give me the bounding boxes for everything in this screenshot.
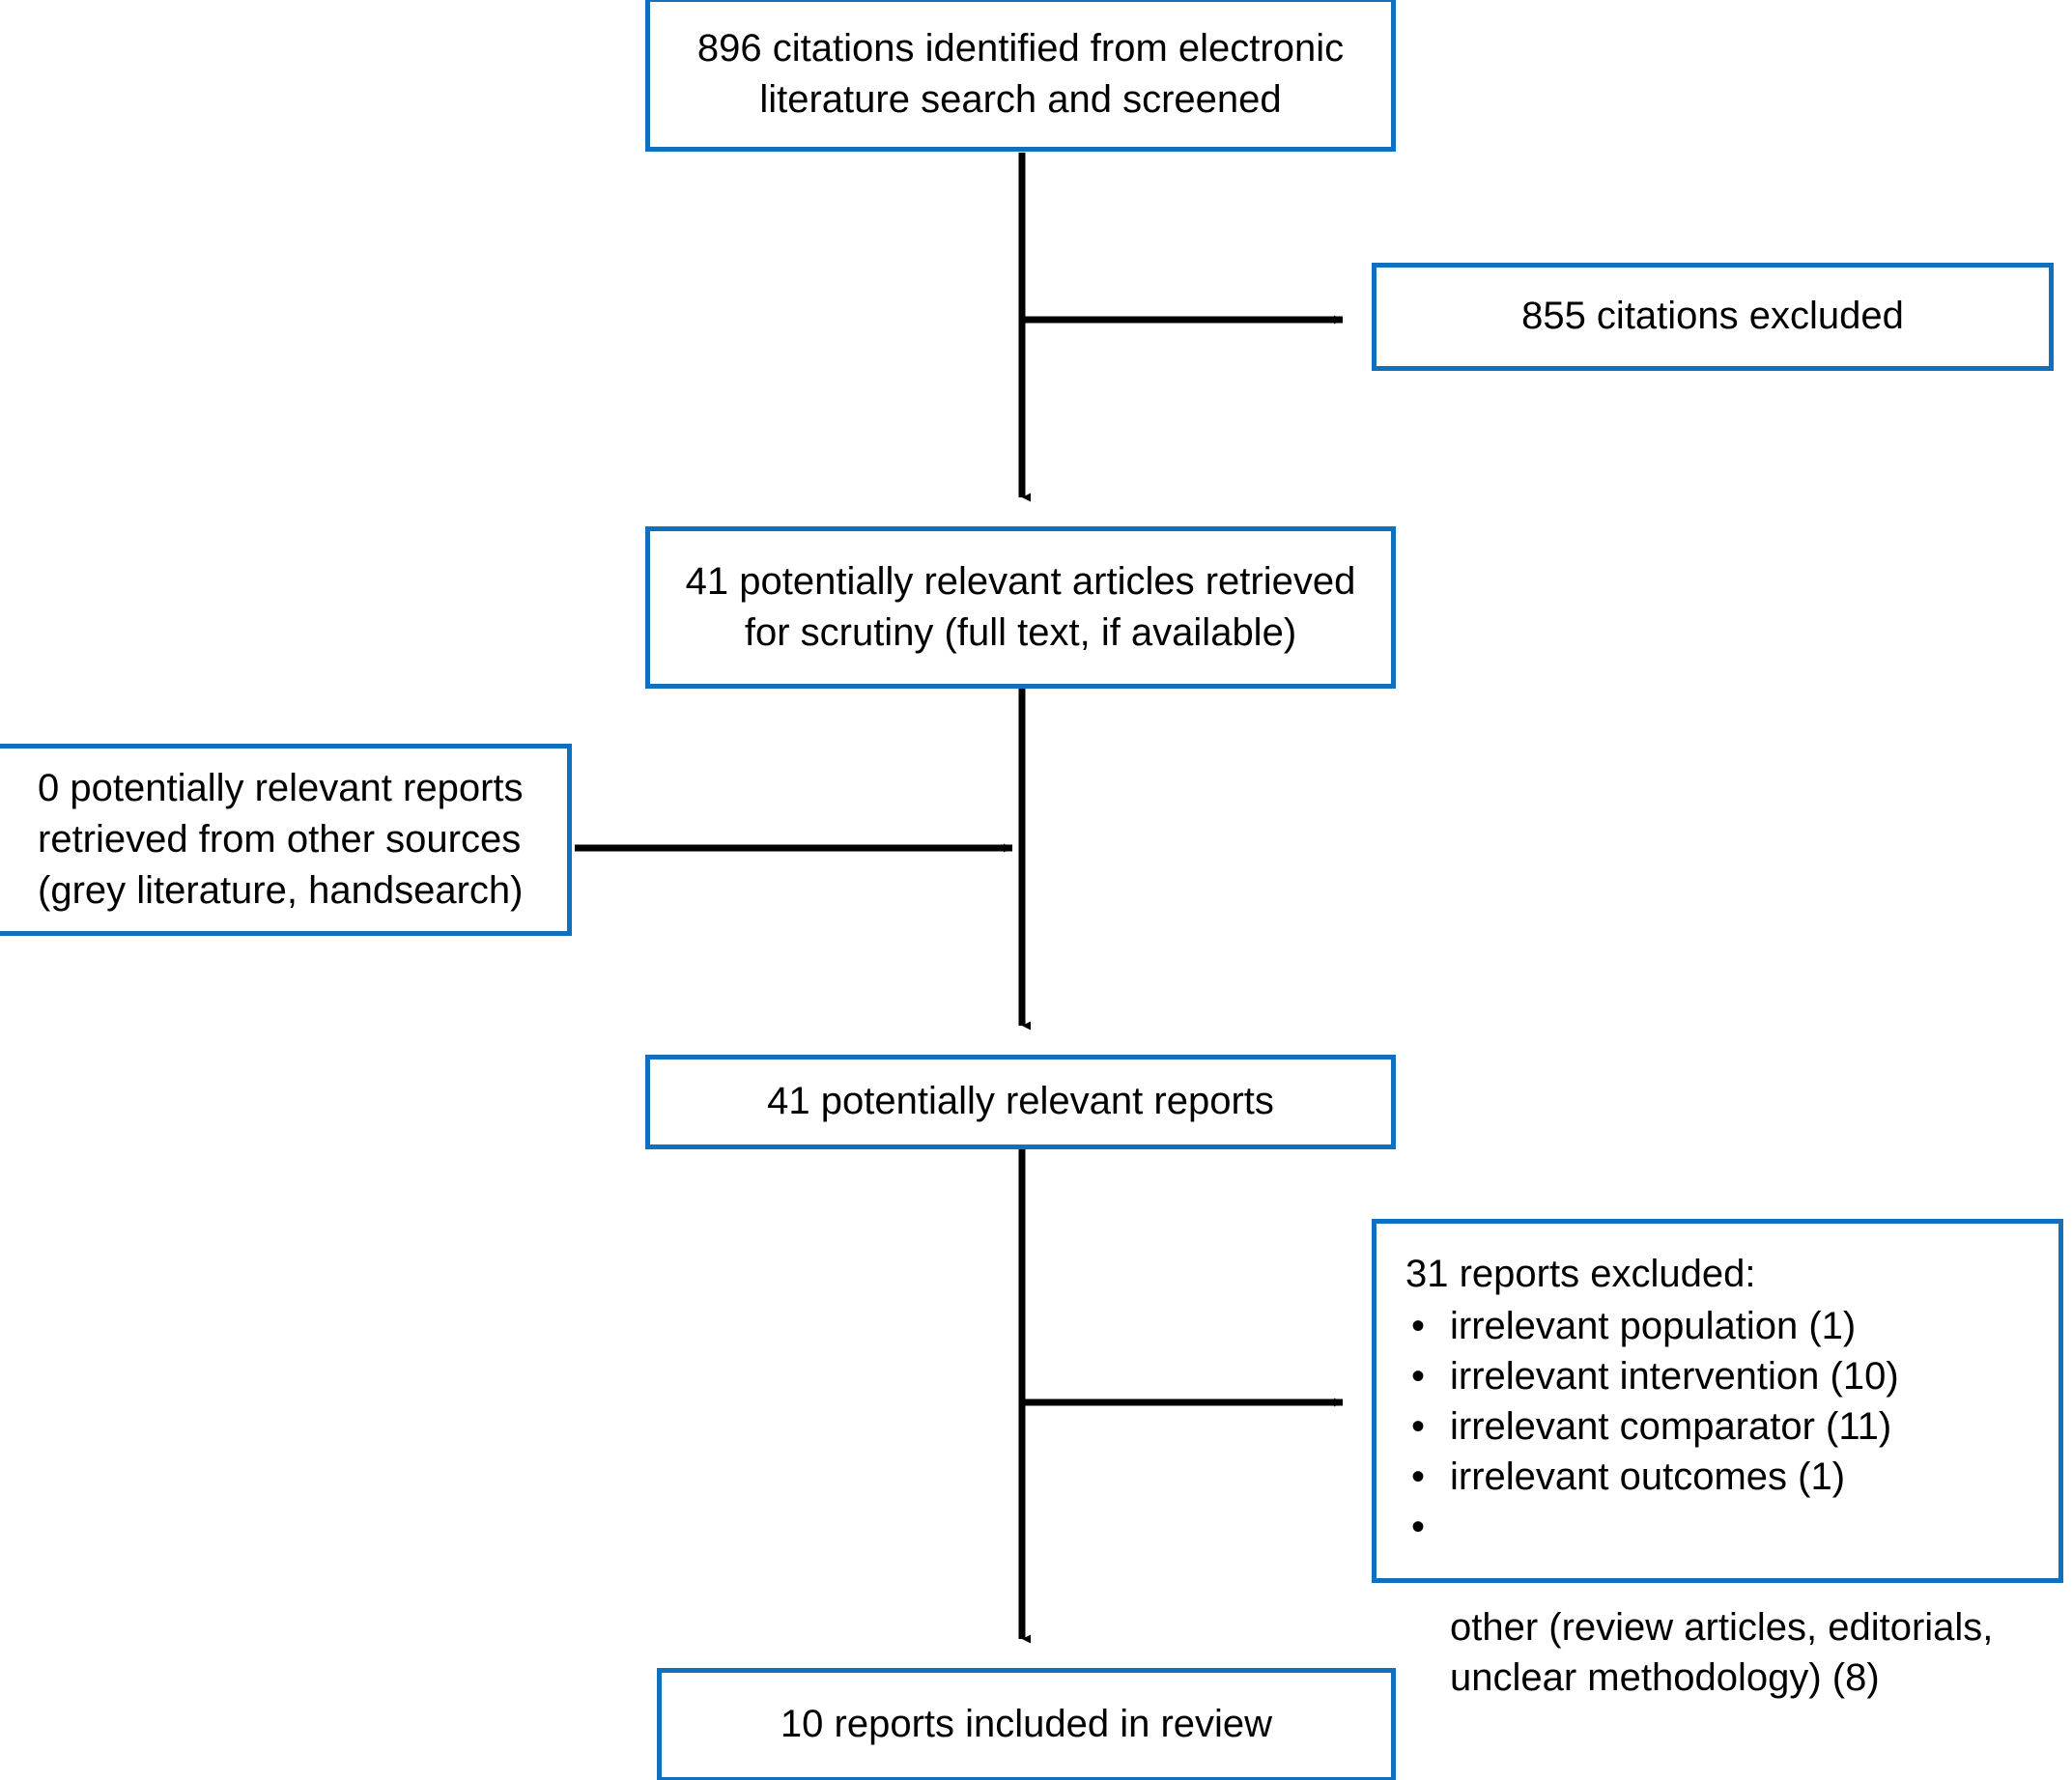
list-item-label: irrelevant outcomes (1) [1450,1455,1846,1498]
node-citations-excluded-label: 855 citations excluded [1521,295,1904,338]
node-potentially-relevant-reports[interactable]: 41 potentially relevant reports [645,1055,1396,1149]
list-item-label: other (review articles, editorials, uncl… [1450,1606,1994,1699]
node-reports-included[interactable]: 10 reports included in review [657,1668,1396,1780]
list-item-label: irrelevant population (1) [1450,1305,1857,1347]
list-item: • other (review articles, editorials, un… [1405,1502,2041,1703]
bullet-icon: • [1411,1355,1426,1398]
node-reports-excluded[interactable]: 31 reports excluded: • irrelevant popula… [1372,1219,2063,1699]
node-citations-identified[interactable]: 896 citations identified from electronic… [645,0,1396,152]
list-item: • irrelevant outcomes (1) [1405,1452,2041,1502]
node-reports-included-label: 10 reports included in review [780,1703,1273,1746]
node-potentially-relevant-reports-label: 41 potentially relevant reports [767,1080,1274,1123]
list-item: • irrelevant comparator (11) [1405,1401,2041,1452]
node-citations-identified-label: 896 citations identified from electronic… [696,26,1345,121]
list-item-label: irrelevant comparator (11) [1450,1405,1892,1448]
node-articles-retrieved-label: 41 potentially relevant articles retriev… [685,559,1356,654]
bullet-icon: • [1411,1506,1426,1548]
bullet-icon: • [1411,1455,1426,1498]
list-item: • irrelevant population (1) [1405,1301,2041,1351]
bullet-icon: • [1411,1405,1426,1448]
node-articles-retrieved[interactable]: 41 potentially relevant articles retriev… [645,526,1396,689]
reports-excluded-reason-list: • irrelevant population (1) • irrelevant… [1405,1301,2041,1703]
reports-excluded-body: 31 reports excluded: • irrelevant popula… [1405,1249,2041,1703]
node-citations-excluded[interactable]: 855 citations excluded [1372,263,2054,371]
node-other-sources[interactable]: 0 potentially relevant reports retrieved… [0,744,572,936]
list-item-label: irrelevant intervention (10) [1450,1355,1899,1398]
bullet-icon: • [1411,1305,1426,1347]
list-item: • irrelevant intervention (10) [1405,1351,2041,1401]
node-other-sources-label: 0 potentially relevant reports retrieved… [38,766,524,913]
reports-excluded-title: 31 reports excluded: [1405,1253,1756,1295]
